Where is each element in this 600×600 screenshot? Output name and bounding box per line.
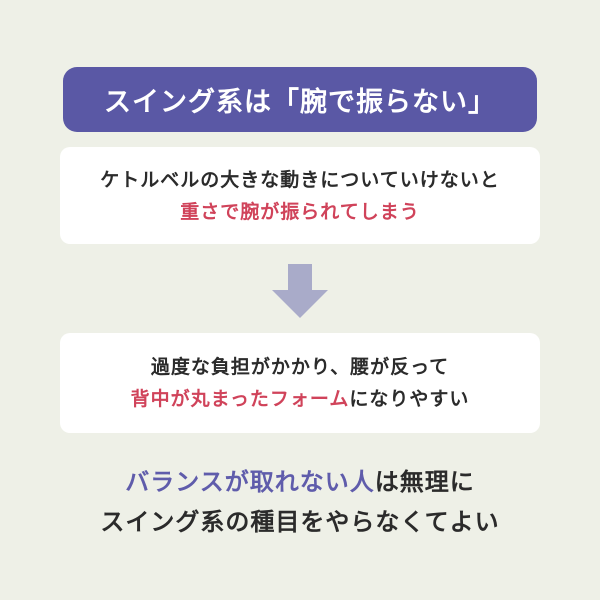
conclusion: バランスが取れない人は無理に スイング系の種目をやらなくてよい xyxy=(0,462,600,542)
down-arrow-icon xyxy=(272,264,328,318)
conclusion-highlight: バランスが取れない人 xyxy=(125,468,375,496)
cause-box: ケトルベルの大きな動きについていけないと 重さで腕が振られてしまう xyxy=(60,147,540,244)
cause-line-1: ケトルベルの大きな動きについていけないと xyxy=(100,168,500,191)
conclusion-rest: は無理に xyxy=(374,468,475,496)
conclusion-line-1: バランスが取れない人は無理に xyxy=(0,462,600,502)
conclusion-line-2: スイング系の種目をやらなくてよい xyxy=(100,508,500,536)
effect-box: 過度な負担がかかり、腰が反って 背中が丸まったフォームになりやすい xyxy=(60,333,540,433)
effect-highlight: 背中が丸まったフォーム xyxy=(130,388,350,410)
header-title: スイング系は「腕で振らない」 xyxy=(63,67,537,132)
effect-line-2: 背中が丸まったフォームになりやすい xyxy=(131,383,470,415)
cause-line-2: 重さで腕が振られてしまう xyxy=(180,200,420,223)
effect-rest: になりやすい xyxy=(349,388,470,410)
effect-line-1: 過度な負担がかかり、腰が反って xyxy=(150,356,450,378)
